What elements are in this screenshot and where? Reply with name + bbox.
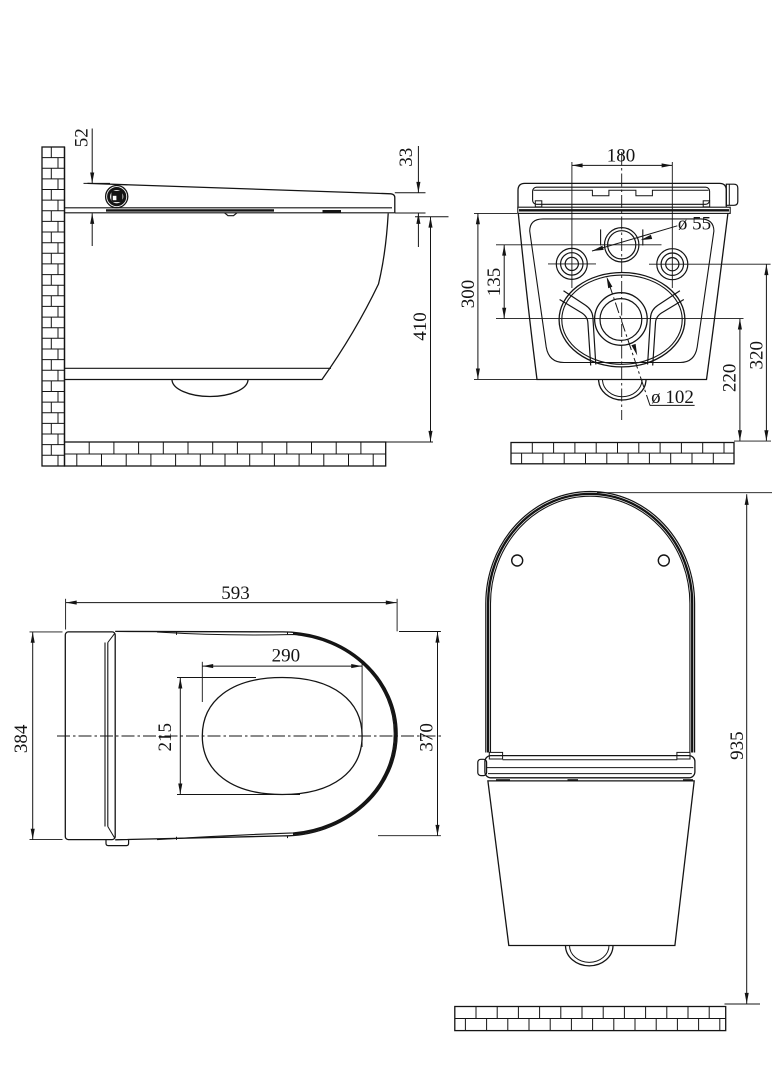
svg-text:290: 290 bbox=[272, 645, 301, 666]
svg-text:370: 370 bbox=[416, 723, 437, 752]
svg-text:ø 55: ø 55 bbox=[678, 214, 711, 235]
svg-text:ø 102: ø 102 bbox=[651, 387, 694, 408]
svg-text:300: 300 bbox=[458, 280, 479, 309]
svg-text:180: 180 bbox=[607, 146, 636, 167]
svg-text:215: 215 bbox=[155, 723, 176, 752]
svg-text:410: 410 bbox=[410, 312, 431, 341]
svg-text:33: 33 bbox=[396, 148, 417, 167]
svg-text:52: 52 bbox=[72, 128, 93, 147]
svg-text:135: 135 bbox=[484, 268, 505, 297]
svg-text:935: 935 bbox=[727, 731, 748, 760]
svg-text:220: 220 bbox=[719, 364, 740, 393]
svg-text:384: 384 bbox=[11, 724, 32, 753]
svg-text:593: 593 bbox=[221, 583, 250, 604]
svg-text:320: 320 bbox=[747, 341, 768, 370]
